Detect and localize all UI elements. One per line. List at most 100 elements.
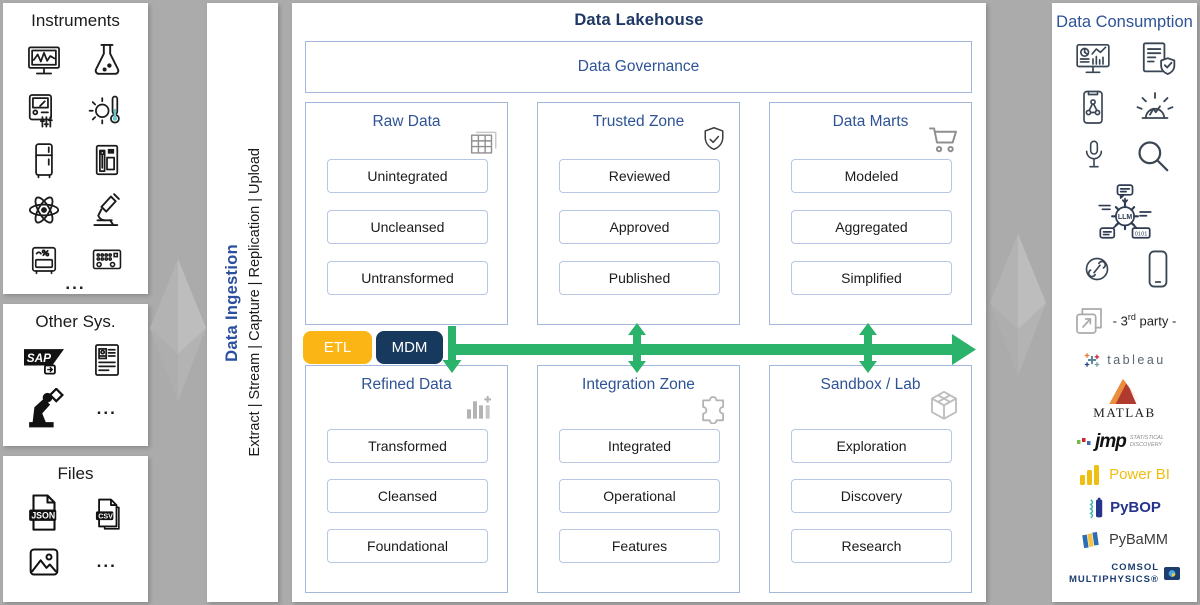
files-title: Files [57,464,94,483]
tableau-icon [1083,351,1101,369]
puzzle-icon [694,390,730,424]
tableau-wordmark: tableau [1107,352,1166,367]
zone-refined-data-title: Refined Data [361,376,452,393]
svg-text:SAP: SAP [27,351,51,365]
zone-item: Transformed [327,429,488,463]
control-panel-icon [88,239,126,279]
zone-raw-data: Raw Data Unintegrated Uncleansed Untrans… [305,102,508,325]
furnace-icon [26,239,62,279]
other-systems-panel: Other Sys. SAP ... [3,304,148,446]
data-lakehouse-title: Data Lakehouse [574,11,704,29]
zone-raw-data-title: Raw Data [372,113,441,130]
cart-icon [924,121,964,159]
shield-check-icon [700,125,728,155]
zone-item: Untransformed [327,261,488,295]
pybamm-logo: PyBaMM [1052,529,1197,551]
consumption-icons-row-4 [1052,249,1197,289]
zone-item: Features [559,529,720,563]
powerbi-logo: Power BI [1052,463,1197,487]
zone-item: Aggregated [791,210,952,244]
matlab-icon [1108,377,1141,404]
csv-file-icon: CSV [88,493,126,533]
atom-icon [24,190,64,230]
table-grid-icon [466,127,500,159]
instruments-icon-grid [3,31,148,279]
smartphone-icon [1145,249,1171,289]
zone-integration-zone-title: Integration Zone [582,376,695,393]
zone-item: Cleansed [327,479,488,513]
bar-chart-icon [463,392,495,420]
zone-item: Integrated [559,429,720,463]
zone-item: Simplified [791,261,952,295]
instruments-title: Instruments [31,11,120,30]
instruments-more: ... [65,274,86,293]
external-link-icon [1073,305,1105,337]
third-party-label: - 3rd party - [1112,312,1177,329]
sap-icon: SAP [22,340,66,380]
other-sys-more: ... [96,399,117,418]
search-icon [1134,137,1172,175]
zone-item: Unintegrated [327,159,488,193]
data-ingestion-methods: Extract | Stream | Capture | Replication… [246,148,263,457]
svg-text:JSON: JSON [32,511,56,521]
instruments-panel: Instruments ... [3,3,148,294]
image-file-icon [24,542,64,582]
consumption-icons-row-3 [1052,137,1197,175]
zone-item: Reviewed [559,159,720,193]
consume-flow-arrow [988,230,1048,380]
pybop-icon [1088,496,1104,520]
files-panel: Files JSON CSV ... [3,456,148,602]
multimeter-icon [25,89,63,131]
comsol-icon [1164,567,1181,580]
zone-item: Exploration [791,429,952,463]
zone-sandbox-lab: Sandbox / Lab Exploration Discovery Rese… [769,365,972,593]
consumption-icons-row-2 [1052,88,1197,128]
microphone-icon [1078,137,1110,175]
files-more: ... [96,552,117,571]
files-icon-grid: JSON CSV ... [3,484,148,582]
other-sys-icon-grid: SAP ... [3,332,148,430]
powerbi-wordmark: Power BI [1109,466,1170,484]
chromatograph-icon [88,139,126,181]
link-icon [1079,251,1115,287]
pybop-logo: PyBOP [1052,496,1197,520]
dashboard-icon [1073,40,1113,78]
jmp-logo: jmp STATISTICAL DISCOVERY [1052,431,1197,453]
data-consumption-title: Data Consumption [1056,13,1193,31]
flask-icon [88,39,126,81]
alert-icon [1135,88,1175,128]
pybop-wordmark: PyBOP [1110,499,1161,517]
etl-badge: ETL [303,331,372,364]
pybamm-wordmark: PyBaMM [1109,531,1168,548]
zone-trusted-zone-title: Trusted Zone [592,113,685,130]
catalog-icon [88,340,126,380]
data-lakehouse-panel: Data Lakehouse Data Governance Raw Data … [292,3,986,602]
tableau-logo: tableau [1052,351,1197,369]
zone-item: Approved [559,210,720,244]
sun-thermometer-icon [88,89,126,131]
mdm-badge: MDM [376,331,443,364]
matlab-wordmark: MATLAB [1093,404,1156,420]
report-shield-icon [1137,40,1177,78]
microscope-icon [88,189,126,231]
ingest-flow-arrow [148,255,208,405]
jmp-icon [1077,437,1091,446]
zone-trusted-zone: Trusted Zone Reviewed Approved Published [537,102,740,325]
zone-item: Discovery [791,479,952,513]
matlab-logo: MATLAB [1052,377,1197,421]
zone-data-marts-title: Data Marts [832,113,909,130]
zone-item: Research [791,529,952,563]
data-governance-box: Data Governance [305,41,972,93]
zone-item: Modeled [791,159,952,193]
pybamm-icon [1081,529,1103,551]
data-ingestion-title: Data Ingestion [222,243,241,362]
third-party-row: - 3rd party - [1052,305,1197,337]
zone-refined-data: Refined Data Transformed Cleansed Founda… [305,365,508,593]
svg-text:0101: 0101 [1134,231,1146,237]
jmp-wordmark: jmp [1095,430,1127,452]
